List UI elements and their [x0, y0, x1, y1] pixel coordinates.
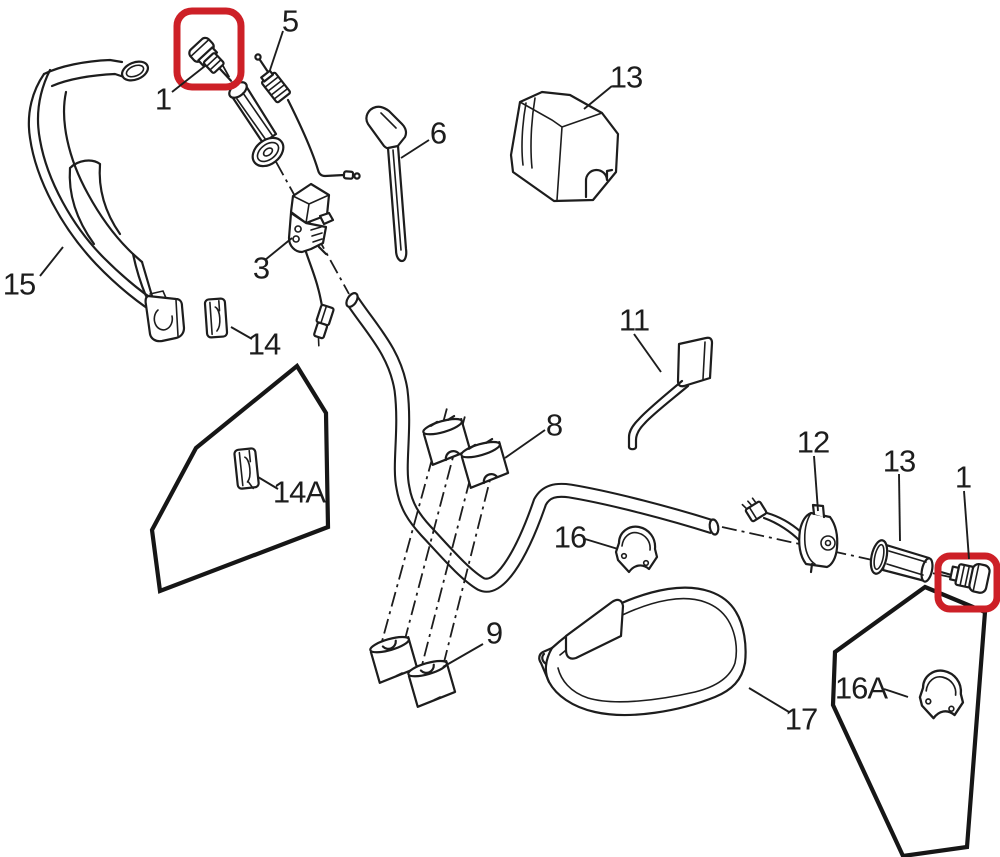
- leader-lines: [39, 30, 970, 713]
- part-label-14A: 14A: [273, 475, 326, 510]
- part-label-8: 8: [546, 408, 562, 443]
- highlight-box-part1-right: [934, 552, 1000, 613]
- part-label-5: 5: [282, 4, 298, 39]
- part-label-12: 12: [797, 425, 829, 460]
- part-label-13-top: 13: [610, 60, 642, 95]
- retainer-clip-14: [203, 297, 229, 339]
- brake-lever: [365, 105, 408, 263]
- bar-end-bolt-right: [939, 562, 991, 594]
- part-label-1-right: 1: [955, 460, 971, 495]
- part-label-3: 3: [253, 251, 269, 286]
- part-label-13-right: 13: [883, 444, 915, 479]
- bar-bracket-16A: [918, 669, 965, 720]
- retainer-clip-14A: [233, 447, 260, 490]
- part-number-callouts: 15 1 5 6 13 3 14 14A 8 11 16 9 12 13 1 1…: [3, 4, 972, 737]
- panel-outline-right: [830, 584, 988, 857]
- switch-housing-3: [287, 182, 335, 347]
- bar-bracket-16: [614, 525, 659, 574]
- handlebar-tube: [345, 292, 720, 593]
- centerline-left-assembly: [221, 63, 350, 295]
- part-label-17: 17: [785, 702, 817, 737]
- mirror: [627, 336, 714, 451]
- switch-pod-12: [741, 497, 839, 574]
- part-label-16A: 16A: [835, 671, 888, 706]
- panel-outline-left: [149, 362, 331, 594]
- part-label-6: 6: [430, 116, 446, 151]
- upper-clamp-right: [460, 437, 510, 489]
- hand-guard-right: [538, 586, 747, 717]
- throttle-cable: [254, 53, 361, 180]
- part-label-11: 11: [619, 303, 649, 338]
- highlight-box-part1-top: [173, 7, 245, 91]
- upper-clamp-left: [422, 414, 472, 466]
- bar-end-bolt-top: [188, 36, 232, 82]
- part-label-15: 15: [3, 267, 35, 302]
- hand-guard-left: [27, 58, 186, 343]
- throttle-grip-tube: [228, 81, 285, 168]
- lower-clamp-right: [407, 659, 457, 708]
- part-label-14: 14: [248, 327, 281, 362]
- part-label-16: 16: [554, 520, 586, 555]
- handlebar-cover-top: [509, 90, 620, 203]
- part-label-1-top: 1: [155, 82, 171, 117]
- part-label-9: 9: [486, 616, 502, 651]
- grip-right: [869, 539, 934, 583]
